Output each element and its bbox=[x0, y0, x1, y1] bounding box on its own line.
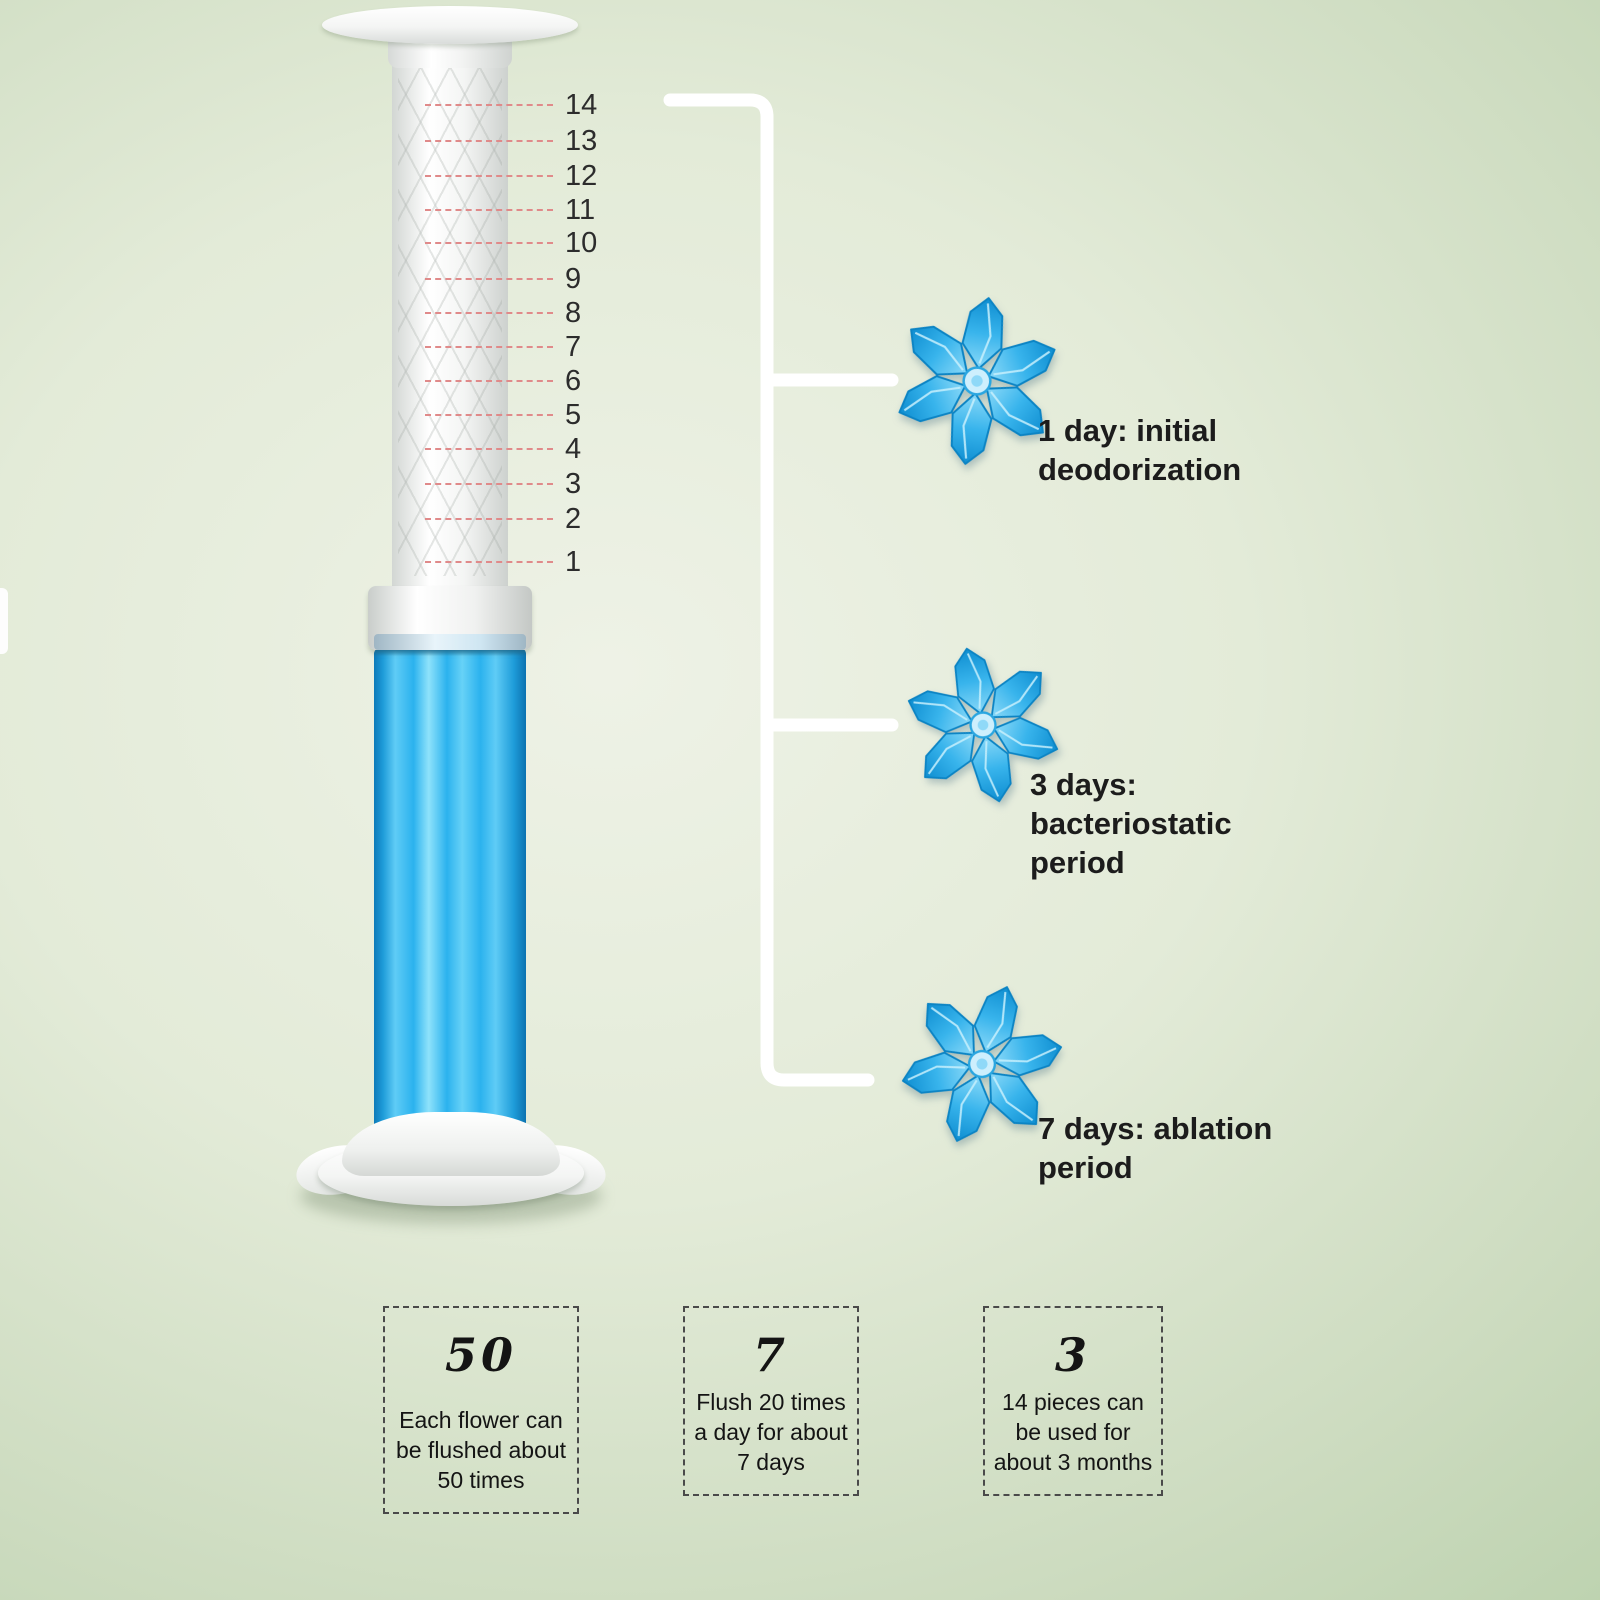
stat-text: Each flower can be flushed about 50 time… bbox=[395, 1407, 567, 1494]
scale-number: 1 bbox=[565, 545, 582, 578]
scale-dash-line bbox=[425, 175, 553, 177]
scale-number: 8 bbox=[565, 296, 582, 329]
scale-mark: 11 bbox=[425, 193, 596, 226]
scale-number: 2 bbox=[565, 502, 582, 535]
barrel-honeycomb-texture bbox=[398, 64, 502, 576]
scale-dash-line bbox=[425, 414, 553, 416]
gel-tube bbox=[374, 648, 526, 1140]
scale-mark: 13 bbox=[425, 124, 598, 157]
stat-number: 7 bbox=[752, 1328, 789, 1382]
scale-dash-line bbox=[425, 346, 553, 348]
stat-box-days: 7 Flush 20 times a day for about 7 days bbox=[683, 1306, 859, 1496]
scale-number: 7 bbox=[565, 330, 582, 363]
scale-mark: 8 bbox=[425, 296, 582, 329]
scale-number: 5 bbox=[565, 398, 582, 431]
stat-box-flushes: 50 Each flower can be flushed about 50 t… bbox=[383, 1306, 579, 1514]
scale-number: 9 bbox=[565, 262, 582, 295]
scale-dash-line bbox=[425, 380, 553, 382]
timeline-bracket bbox=[663, 93, 899, 1087]
scale-dash-line bbox=[425, 561, 553, 563]
scale-number: 6 bbox=[565, 364, 582, 397]
scale-number: 10 bbox=[565, 226, 598, 259]
scale-mark: 1 bbox=[425, 545, 582, 578]
scale-number: 14 bbox=[565, 88, 598, 121]
scale-mark: 14 bbox=[425, 88, 598, 121]
syringe-barrel bbox=[392, 52, 508, 594]
scale-dash-line bbox=[425, 242, 553, 244]
scale-number: 11 bbox=[565, 193, 596, 226]
timeline-label-day1: 1 day: initial deodorization bbox=[1038, 413, 1242, 487]
scale-dash-line bbox=[425, 518, 553, 520]
scale-mark: 10 bbox=[425, 226, 598, 259]
stat-number: 50 bbox=[444, 1328, 517, 1382]
scale-mark: 12 bbox=[425, 159, 598, 192]
scale-dash-line bbox=[425, 209, 553, 211]
stat-text: 14 pieces can be used for about 3 months bbox=[993, 1389, 1153, 1476]
scale-dash-line bbox=[425, 278, 553, 280]
timeline-label-day7: 7 days: ablation period bbox=[1038, 1111, 1273, 1185]
stat-number: 3 bbox=[1054, 1328, 1091, 1382]
scale-dash-line bbox=[425, 140, 553, 142]
collar-band bbox=[374, 634, 526, 650]
scale-mark: 3 bbox=[425, 467, 582, 500]
base-dome bbox=[342, 1112, 560, 1176]
plunger-flange bbox=[322, 6, 578, 44]
scale-mark: 9 bbox=[425, 262, 582, 295]
scale-dash-line bbox=[425, 483, 553, 485]
edge-artifact bbox=[0, 588, 8, 654]
scale-dash-line bbox=[425, 448, 553, 450]
stat-box-months: 3 14 pieces can be used for about 3 mont… bbox=[983, 1306, 1163, 1496]
scale-mark: 6 bbox=[425, 364, 582, 397]
scale-dash-line bbox=[425, 104, 553, 106]
timeline-label-day3: 3 days: bacteriostatic period bbox=[1030, 767, 1232, 880]
scale-number: 12 bbox=[565, 159, 598, 192]
scale-mark: 4 bbox=[425, 432, 582, 465]
gel-surface bbox=[374, 648, 526, 656]
scale-dash-line bbox=[425, 312, 553, 314]
scale-number: 13 bbox=[565, 124, 598, 157]
stat-text: Flush 20 times a day for about 7 days bbox=[694, 1389, 848, 1476]
scale-mark: 7 bbox=[425, 330, 582, 363]
scale-number: 3 bbox=[565, 467, 582, 500]
scale-mark: 2 bbox=[425, 502, 582, 535]
scale-mark: 5 bbox=[425, 398, 582, 431]
scale-number: 4 bbox=[565, 432, 582, 465]
